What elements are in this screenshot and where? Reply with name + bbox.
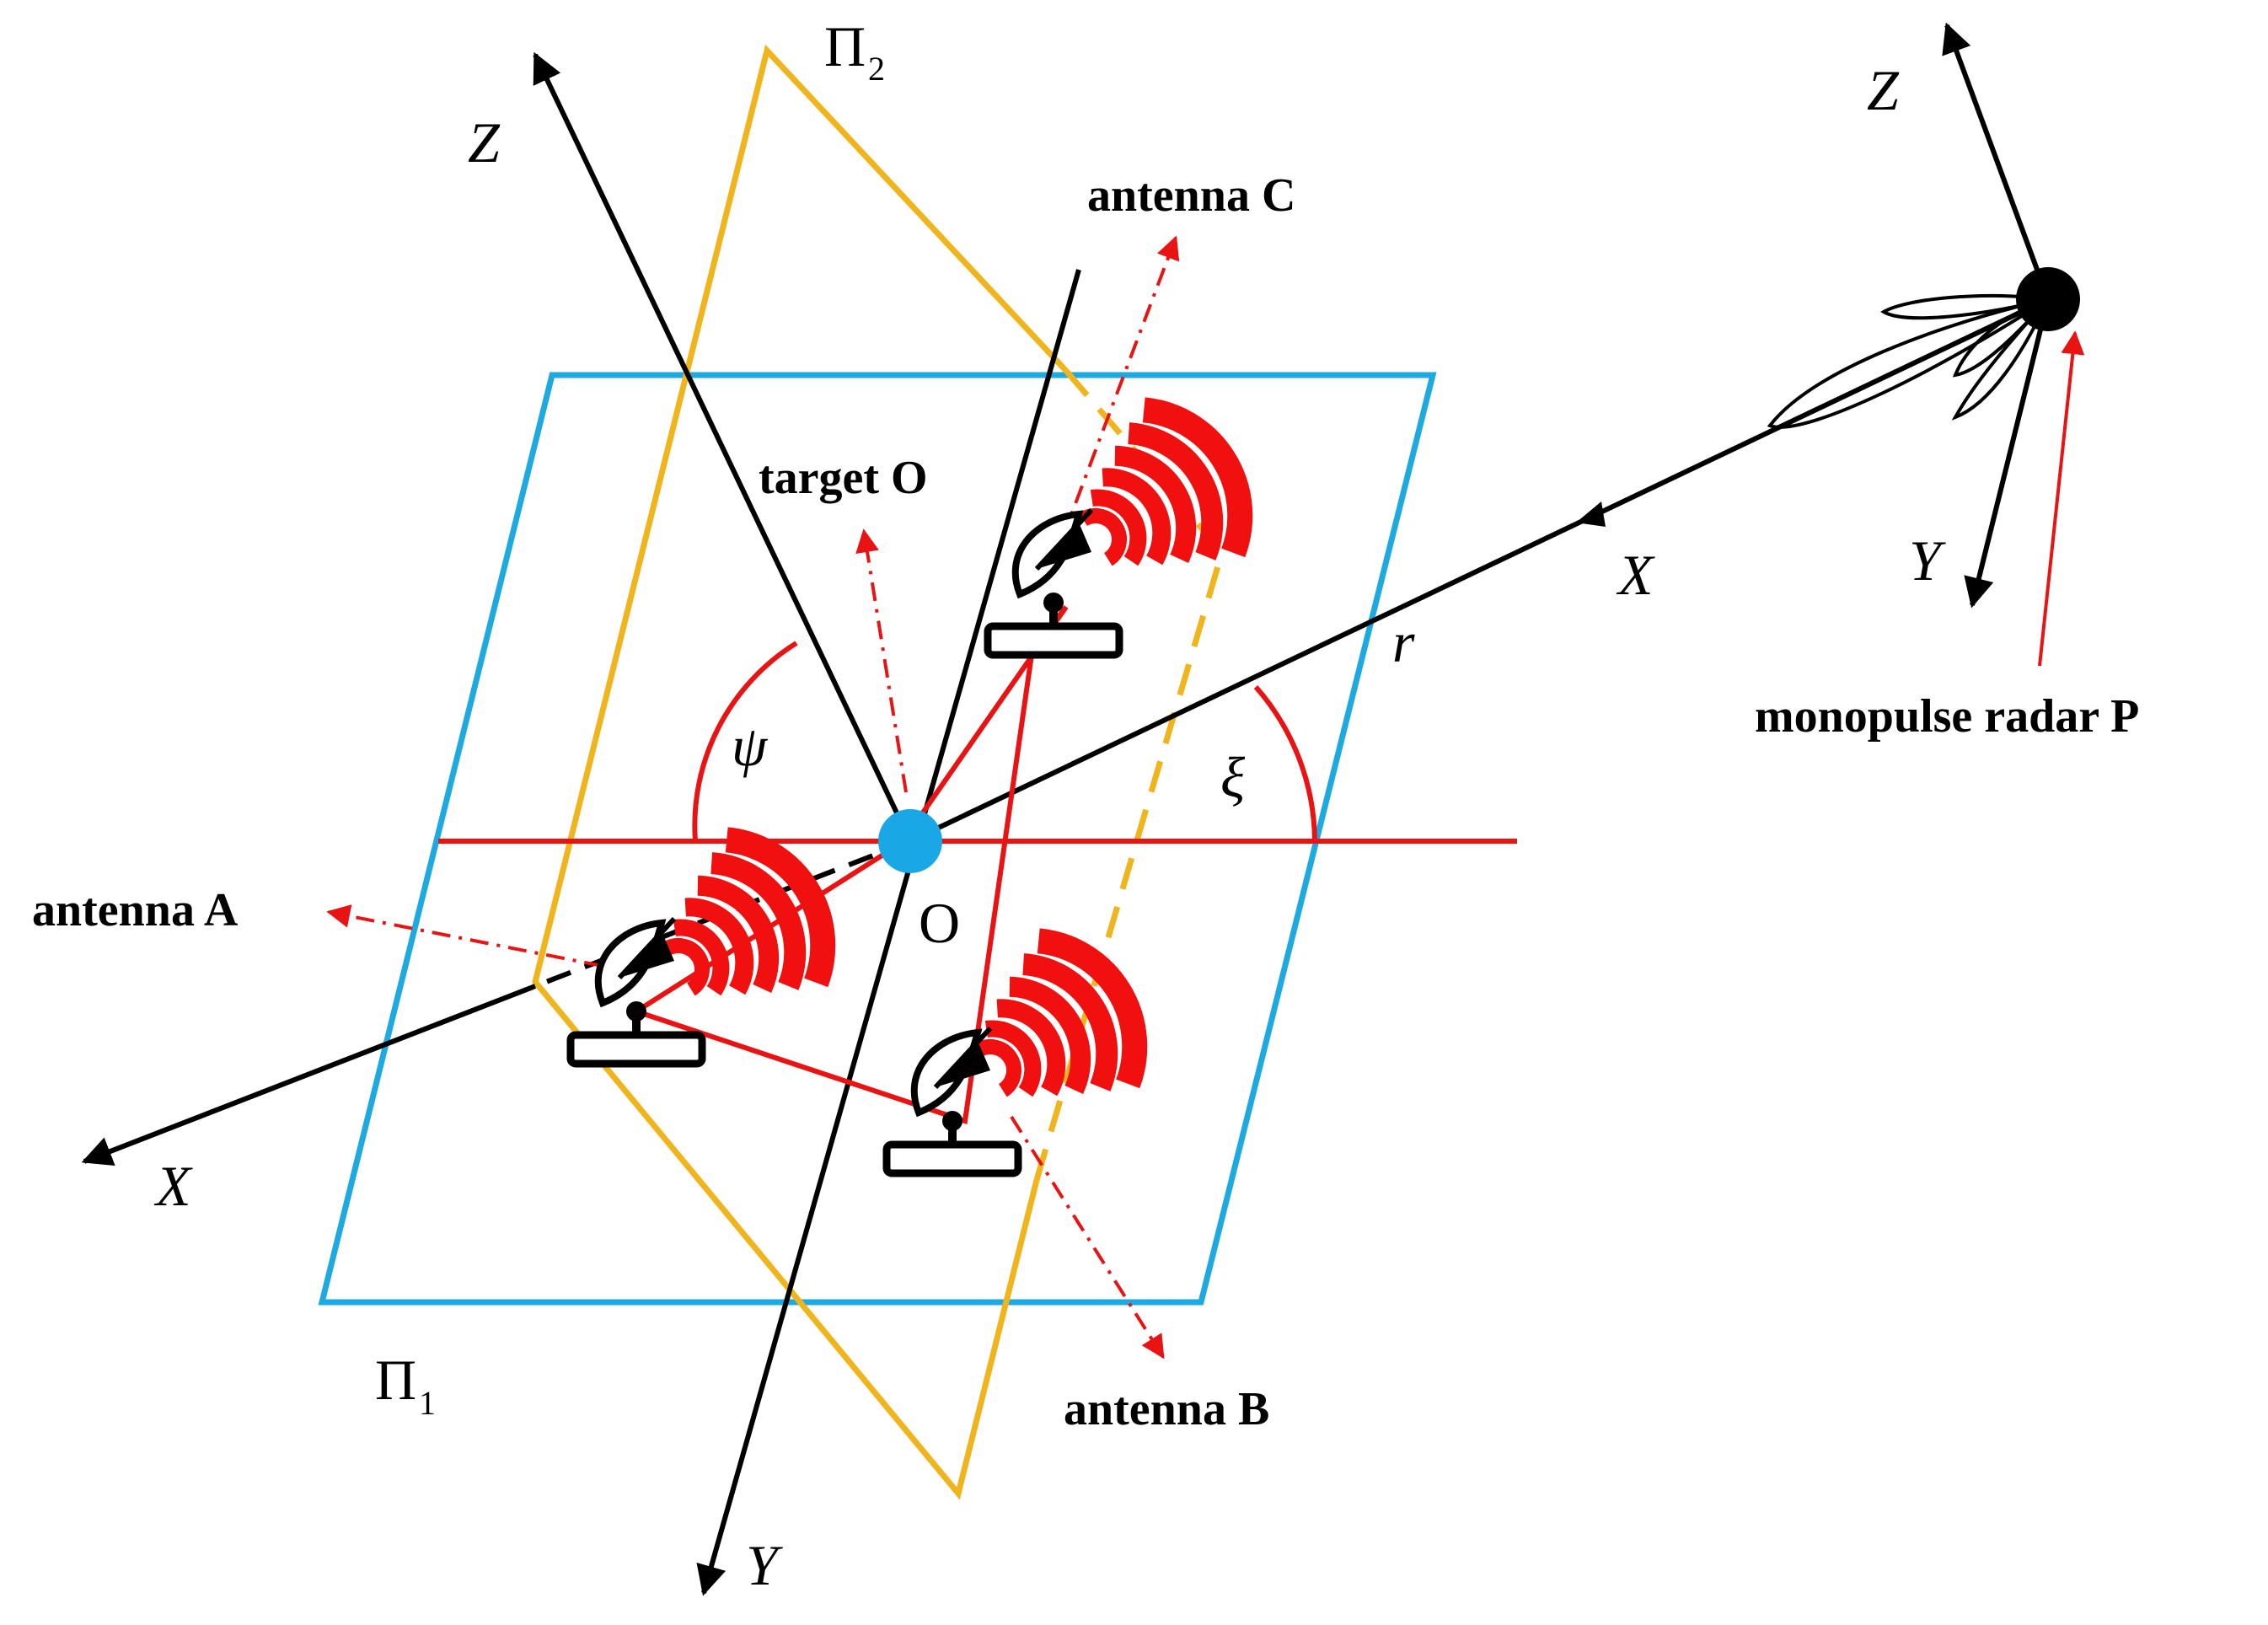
radar-y-label: Y	[1909, 528, 1946, 593]
antenna-a-pointer	[326, 904, 641, 975]
scene-y-axis	[696, 269, 1081, 1596]
antenna-b-label: antenna B	[1064, 1383, 1269, 1435]
angle-xi-arc	[1253, 685, 1317, 842]
radar-y-axis	[1964, 298, 2051, 609]
range-line-r	[909, 297, 2050, 844]
scene-x-label: X	[153, 1154, 193, 1218]
antenna-c-label: antenna C	[1087, 169, 1295, 222]
range-r-label: r	[1392, 610, 1415, 674]
ray-x-label: X	[1616, 543, 1655, 607]
radar-pointer	[2038, 330, 2085, 667]
antenna-a-label: antenna A	[32, 884, 239, 936]
antenna-c-waves-icon	[1051, 388, 1268, 611]
plane-pi2-label: Π	[824, 14, 866, 78]
angle-psi-arc	[692, 641, 798, 842]
scene-x-axis	[533, 839, 912, 989]
target-o-label: target O	[759, 452, 928, 504]
angle-psi-label: ψ	[732, 714, 769, 778]
antenna-b-pointer	[1010, 1115, 1165, 1360]
antenna-c-dish-icon	[988, 510, 1119, 655]
scene-z-label: Z	[468, 110, 501, 174]
plane-pi1-subscript: 1	[419, 1384, 436, 1422]
scene-x-axis-solid	[81, 984, 537, 1166]
plane-pi1	[318, 372, 1437, 1306]
plane-pi2-subscript: 2	[868, 50, 885, 88]
plane-pi2-solid	[532, 44, 1069, 1500]
scene-y-label: Y	[746, 1533, 783, 1597]
scene-z-axis	[533, 51, 913, 843]
range-direction-arrowhead	[1576, 501, 1606, 527]
angle-xi-label: ξ	[1220, 745, 1246, 809]
target-pointer	[855, 528, 908, 793]
target-o-marker	[878, 809, 942, 873]
monopulse-radar-label: monopulse radar P	[1755, 690, 2139, 743]
radar-z-label: Z	[1867, 58, 1900, 122]
radar-z-axis	[1942, 22, 2051, 301]
origin-o-label: O	[919, 891, 960, 955]
monopulse-radar-p-marker	[2016, 267, 2080, 331]
antenna-c-pointer	[1060, 235, 1180, 540]
radar-beam-lobe-icon	[1767, 293, 2054, 429]
plane-pi1-label: Π	[375, 1348, 416, 1412]
plane-pi2-dashed-edge	[1033, 551, 1225, 1181]
